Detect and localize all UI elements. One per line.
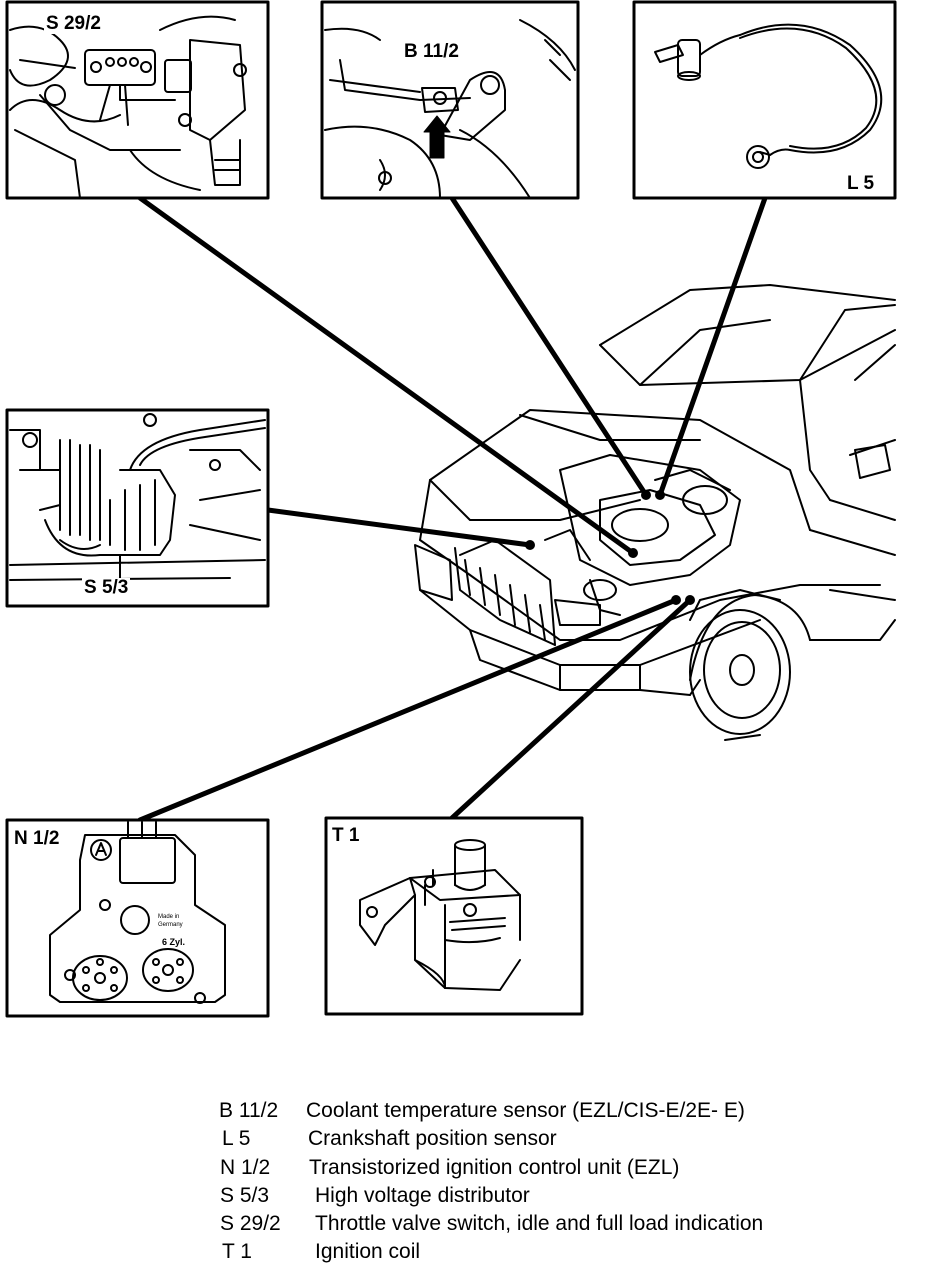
legend-description: Coolant temperature sensor (EZL/CIS-E/2E… [306,1099,745,1122]
leader-line-s5-3 [265,507,533,548]
legend-code: L 5 [222,1127,251,1150]
legend-row-t1: T 1 Ignition coil [222,1239,842,1265]
legend-code: S 29/2 [220,1212,281,1235]
n1-2-cylinder-text: 6 Zyl. [162,937,185,947]
panel-t1 [324,816,584,1016]
leader-line-b11-2 [449,195,649,498]
legend-description: Crankshaft position sensor [308,1127,557,1150]
panel-s29-2 [5,0,270,200]
leader-line-t1 [449,597,693,821]
legend-code: S 5/3 [220,1184,270,1207]
legend-row-s5-3: S 5/3 High voltage distributor [220,1183,840,1209]
label-n1-2: N 1/2 [12,828,62,849]
legend-description: Ignition coil [315,1240,421,1263]
leader-line-n1-2 [137,597,679,823]
legend-description: High voltage distributor [315,1184,530,1207]
panel-l5 [632,0,897,200]
panel-n1-2: Made in Germany 6 Zyl. [5,818,270,1018]
legend-description: Throttle valve switch, idle and full loa… [315,1212,764,1235]
label-t1: T 1 [330,825,362,846]
label-s5-3: S 5/3 [82,577,131,598]
label-s29-2: S 29/2 [44,13,103,34]
legend-row-s29-2: S 29/2 Throttle valve switch, idle and f… [220,1211,840,1237]
n1-2-germany-text: Germany [158,922,183,928]
leader-lines [137,195,768,823]
leader-line-l5 [657,195,768,498]
panel-b11-2 [320,0,580,200]
legend-row-l5: L 5 Crankshaft position sensor [222,1126,842,1152]
label-l5: L 5 [845,173,877,194]
arrow-icon [423,115,451,159]
legend-code: T 1 [222,1240,252,1263]
legend-code: N 1/2 [220,1156,271,1179]
label-b11-2: B 11/2 [402,41,461,62]
legend-description: Transistorized ignition control unit (EZ… [309,1156,680,1179]
panel-s5-3 [5,408,270,608]
legend-row-n1-2: N 1/2 Transistorized ignition control un… [220,1155,840,1181]
legend-code: B 11/2 [219,1099,279,1122]
car-illustration [414,284,896,741]
n1-2-made-in-text: Made in [158,914,179,920]
leader-line-s29-2 [137,195,636,556]
legend-row-b11-2: B 11/2 Coolant temperature sensor (EZL/C… [219,1098,839,1124]
